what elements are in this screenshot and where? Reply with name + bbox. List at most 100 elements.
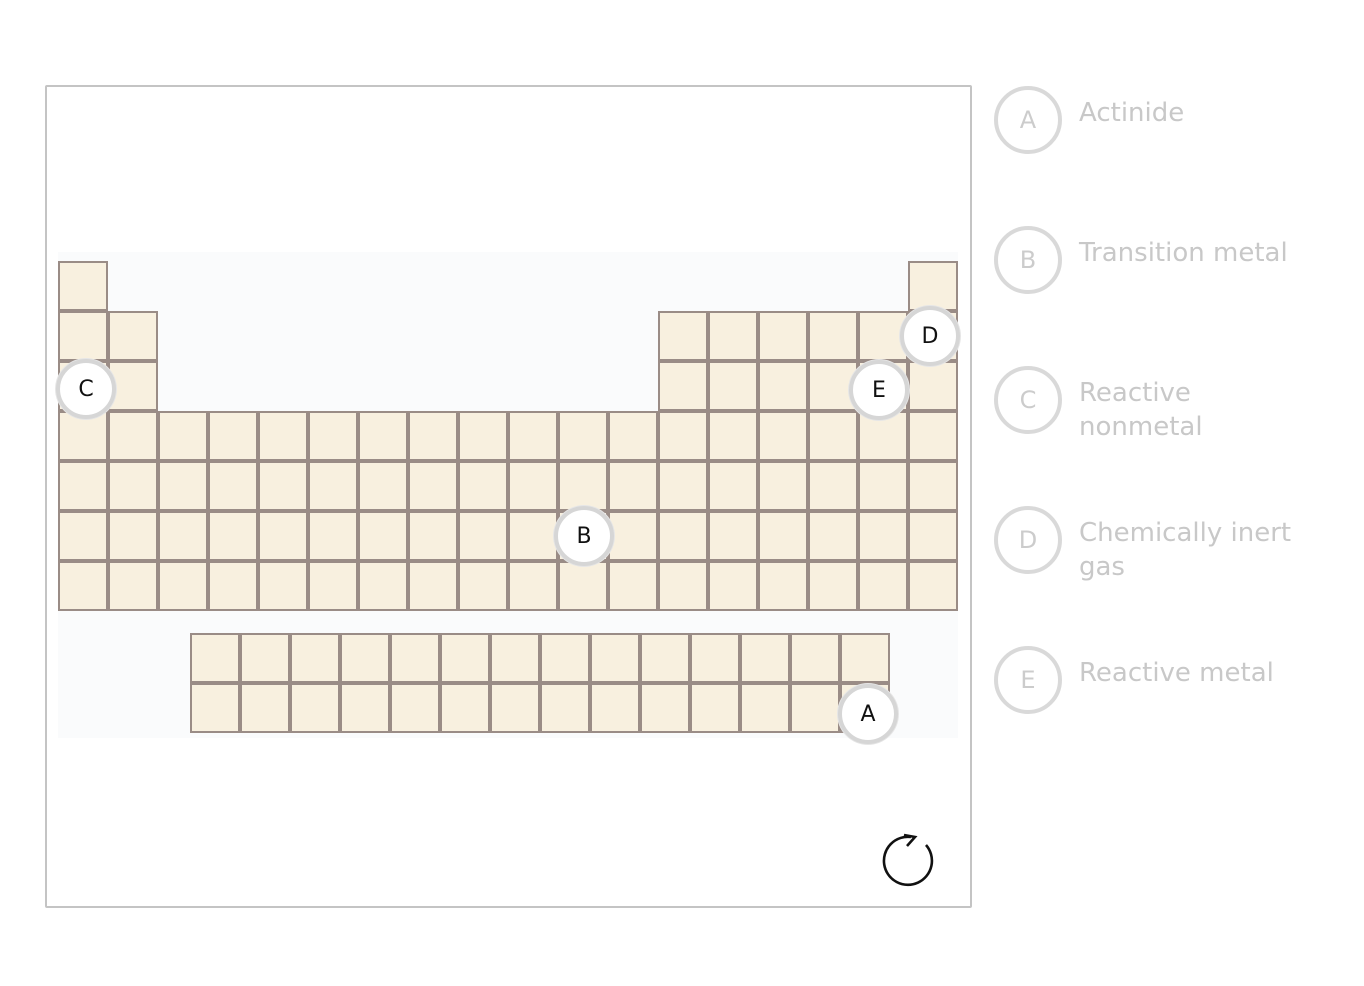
element-cell — [508, 411, 558, 461]
element-cell — [308, 511, 358, 561]
element-cell — [658, 361, 708, 411]
element-cell — [908, 361, 958, 411]
element-cell — [458, 411, 508, 461]
marker-e[interactable]: E — [849, 360, 909, 420]
element-cell — [258, 411, 308, 461]
element-cell — [608, 411, 658, 461]
element-cell — [490, 683, 540, 733]
element-cell — [190, 633, 240, 683]
element-cell — [658, 511, 708, 561]
element-cell — [708, 311, 758, 361]
element-cell — [858, 561, 908, 611]
element-cell — [58, 511, 108, 561]
element-cell — [458, 511, 508, 561]
element-cell — [808, 311, 858, 361]
element-cell — [840, 633, 890, 683]
element-cell — [108, 561, 158, 611]
element-cell — [858, 511, 908, 561]
element-cell — [440, 633, 490, 683]
legend-item-e: E Reactive metal — [994, 646, 1334, 726]
element-cell — [240, 683, 290, 733]
element-cell — [458, 461, 508, 511]
element-cell — [408, 511, 458, 561]
legend-item-d: D Chemically inert gas — [994, 506, 1334, 586]
element-cell — [108, 311, 158, 361]
element-cell — [58, 561, 108, 611]
element-cell — [508, 511, 558, 561]
element-cell — [58, 411, 108, 461]
legend-badge: D — [994, 506, 1062, 574]
element-cell — [408, 411, 458, 461]
element-cell — [290, 683, 340, 733]
element-cell — [158, 461, 208, 511]
element-cell — [358, 511, 408, 561]
element-cell — [158, 411, 208, 461]
element-cell — [58, 461, 108, 511]
element-cell — [658, 461, 708, 511]
legend-item-b: B Transition metal — [994, 226, 1334, 306]
element-cell — [108, 511, 158, 561]
marker-c[interactable]: C — [56, 359, 116, 419]
element-cell — [508, 561, 558, 611]
element-cell — [690, 683, 740, 733]
element-cell — [808, 561, 858, 611]
legend-badge: B — [994, 226, 1062, 294]
element-cell — [708, 461, 758, 511]
element-cell — [358, 411, 408, 461]
element-cell — [108, 411, 158, 461]
element-cell — [390, 683, 440, 733]
element-cell — [790, 683, 840, 733]
element-cell — [358, 561, 408, 611]
element-cell — [258, 561, 308, 611]
element-cell — [708, 561, 758, 611]
element-cell — [540, 683, 590, 733]
element-cell — [290, 633, 340, 683]
legend-item-a: A Actinide — [994, 86, 1334, 166]
element-cell — [558, 461, 608, 511]
legend-label: Reactive metal — [1079, 658, 1274, 688]
element-cell — [908, 461, 958, 511]
element-cell — [490, 633, 540, 683]
marker-d[interactable]: D — [900, 306, 960, 366]
element-cell — [408, 461, 458, 511]
element-cell — [908, 411, 958, 461]
element-cell — [758, 461, 808, 511]
marker-a[interactable]: A — [838, 684, 898, 744]
legend-badge: C — [994, 366, 1062, 434]
element-cell — [590, 683, 640, 733]
element-cell — [708, 411, 758, 461]
element-cell — [758, 311, 808, 361]
reset-button[interactable] — [882, 832, 940, 890]
element-cell — [208, 511, 258, 561]
element-cell — [740, 633, 790, 683]
legend-label: Chemically inert gas — [1079, 518, 1292, 582]
element-cell — [740, 683, 790, 733]
element-cell — [258, 461, 308, 511]
element-cell — [590, 633, 640, 683]
element-cell — [358, 461, 408, 511]
element-cell — [58, 311, 108, 361]
element-cell — [758, 411, 808, 461]
element-cell — [658, 311, 708, 361]
element-cell — [440, 683, 490, 733]
element-cell — [158, 561, 208, 611]
element-cell — [640, 683, 690, 733]
element-cell — [908, 561, 958, 611]
element-cell — [340, 633, 390, 683]
legend-label: Transition metal — [1079, 238, 1288, 268]
element-cell — [608, 511, 658, 561]
element-cell — [458, 561, 508, 611]
element-cell — [340, 683, 390, 733]
element-cell — [508, 461, 558, 511]
element-cell — [708, 361, 758, 411]
element-cell — [308, 561, 358, 611]
element-cell — [658, 411, 708, 461]
element-cell — [908, 511, 958, 561]
element-cell — [208, 411, 258, 461]
marker-b[interactable]: B — [554, 506, 614, 566]
element-cell — [790, 633, 840, 683]
element-cell — [408, 561, 458, 611]
legend-item-c: C Reactive nonmetal — [994, 366, 1334, 446]
legend-badge: E — [994, 646, 1062, 714]
